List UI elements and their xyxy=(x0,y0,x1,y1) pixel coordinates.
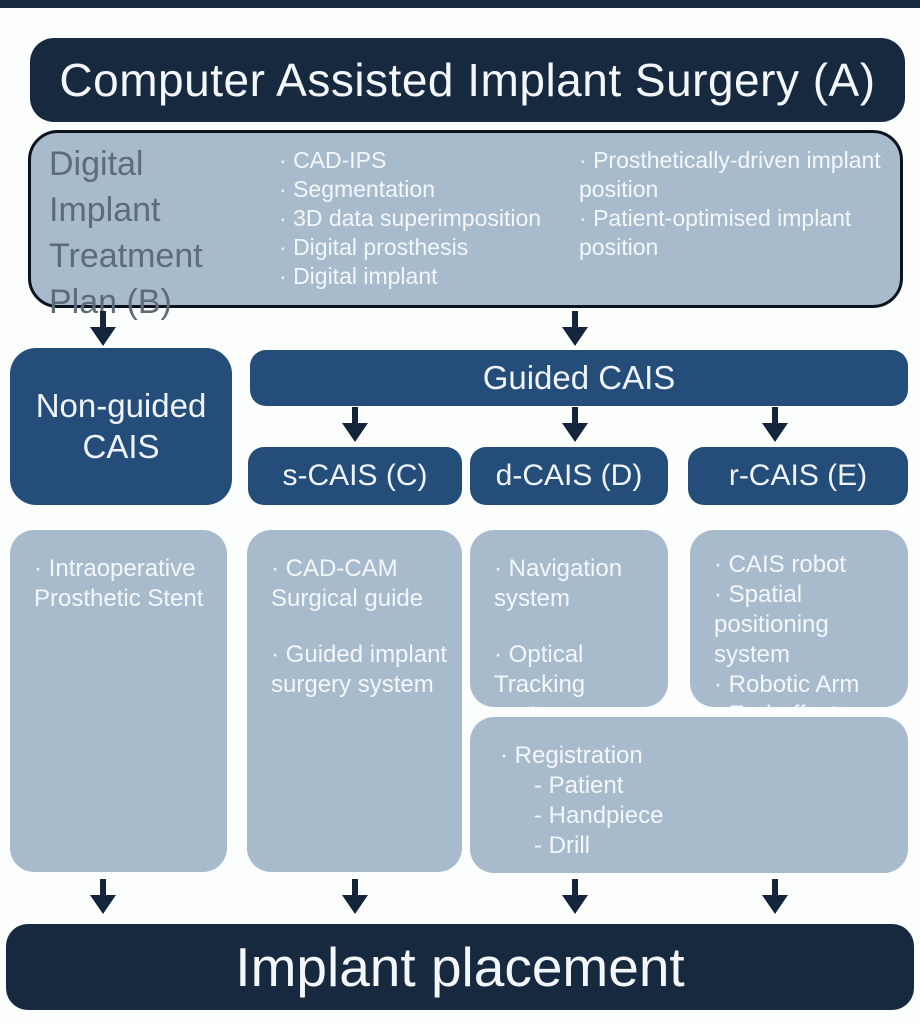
bullet-item: Prosthetically-driven implant position xyxy=(579,146,894,204)
item-list: CAD-CAM Surgical guide Guided implant su… xyxy=(271,554,448,700)
node-d-cais: d-CAIS (D) xyxy=(470,447,668,505)
bullet-item: End-effector xyxy=(714,700,894,707)
bullet-subitem: Drill xyxy=(500,831,888,861)
bullet-subitem: Handpiece xyxy=(500,801,888,831)
node-label: Non-guided CAIS xyxy=(35,387,207,465)
bullet-item: CAIS robot xyxy=(714,550,894,580)
arrow-down-icon xyxy=(558,879,592,915)
plan-bullet-list-left: CAD-IPS Segmentation 3D data superimposi… xyxy=(279,146,579,291)
panel-non-guided-items: Intraoperative Prosthetic Stent xyxy=(10,530,227,872)
node-label: r-CAIS (E) xyxy=(728,459,868,492)
digital-plan-box: Digital Implant Treatment Plan (B) CAD-I… xyxy=(28,130,903,321)
node-guided-cais: Guided CAIS xyxy=(250,350,908,406)
bullet-item: Registration xyxy=(500,741,888,771)
item-list: Registration Patient Handpiece Drill xyxy=(500,741,888,861)
bullet-item: Patient-optimised implant position xyxy=(579,204,894,262)
arrow-down-icon xyxy=(558,407,592,443)
plan-bullet-list-right: Prosthetically-driven implant position P… xyxy=(579,146,894,262)
node-label: Guided CAIS xyxy=(482,359,676,396)
node-label: d-CAIS (D) xyxy=(495,459,643,492)
panel-s-cais-items: CAD-CAM Surgical guide Guided implant su… xyxy=(247,530,462,872)
arrow-down-icon xyxy=(758,407,792,443)
bullet-item: Optical Tracking system xyxy=(494,640,654,707)
bullet-item: CAD-CAM Surgical guide xyxy=(271,554,448,614)
node-label: s-CAIS (C) xyxy=(282,459,428,492)
footer-banner: Implant placement xyxy=(6,924,914,1010)
bullet-item: Robotic Arm xyxy=(714,670,894,700)
panel-registration: Registration Patient Handpiece Drill xyxy=(470,717,908,873)
bullet-item: Navigation system xyxy=(494,554,654,614)
top-border-strip xyxy=(0,0,920,8)
bullet-item: Segmentation xyxy=(279,175,579,204)
arrow-down-icon xyxy=(338,879,372,915)
bullet-subitem: Patient xyxy=(500,771,888,801)
panel-d-cais-items: Navigation system Optical Tracking syste… xyxy=(470,530,668,707)
item-list: Intraoperative Prosthetic Stent xyxy=(34,554,213,614)
arrow-down-icon xyxy=(338,407,372,443)
bullet-item: Digital prosthesis xyxy=(279,233,579,262)
bullet-item: CAD-IPS xyxy=(279,146,579,175)
bullet-item: Digital implant xyxy=(279,262,579,291)
node-s-cais: s-CAIS (C) xyxy=(248,447,462,505)
bullet-item: 3D data superimposition xyxy=(279,204,579,233)
bullet-item: Guided implant surgery system xyxy=(271,640,448,700)
item-list: Navigation system Optical Tracking syste… xyxy=(494,554,654,707)
bullet-item: Spatial positioning system xyxy=(714,580,894,670)
item-list: CAIS robot Spatial positioning system Ro… xyxy=(714,550,894,707)
arrow-down-icon xyxy=(86,879,120,915)
title-banner: Computer Assisted Implant Surgery (A) xyxy=(30,38,905,122)
arrow-down-icon xyxy=(86,311,120,347)
panel-r-cais-items: CAIS robot Spatial positioning system Ro… xyxy=(690,530,908,707)
node-r-cais: r-CAIS (E) xyxy=(688,447,908,505)
plan-label: Digital Implant Treatment Plan (B) xyxy=(49,145,203,321)
footer-text: Implant placement xyxy=(235,936,685,998)
node-non-guided-cais: Non-guided CAIS xyxy=(10,348,232,505)
arrow-down-icon xyxy=(558,311,592,347)
arrow-down-icon xyxy=(758,879,792,915)
title-text: Computer Assisted Implant Surgery (A) xyxy=(59,54,876,106)
bullet-item: Intraoperative Prosthetic Stent xyxy=(34,554,213,614)
